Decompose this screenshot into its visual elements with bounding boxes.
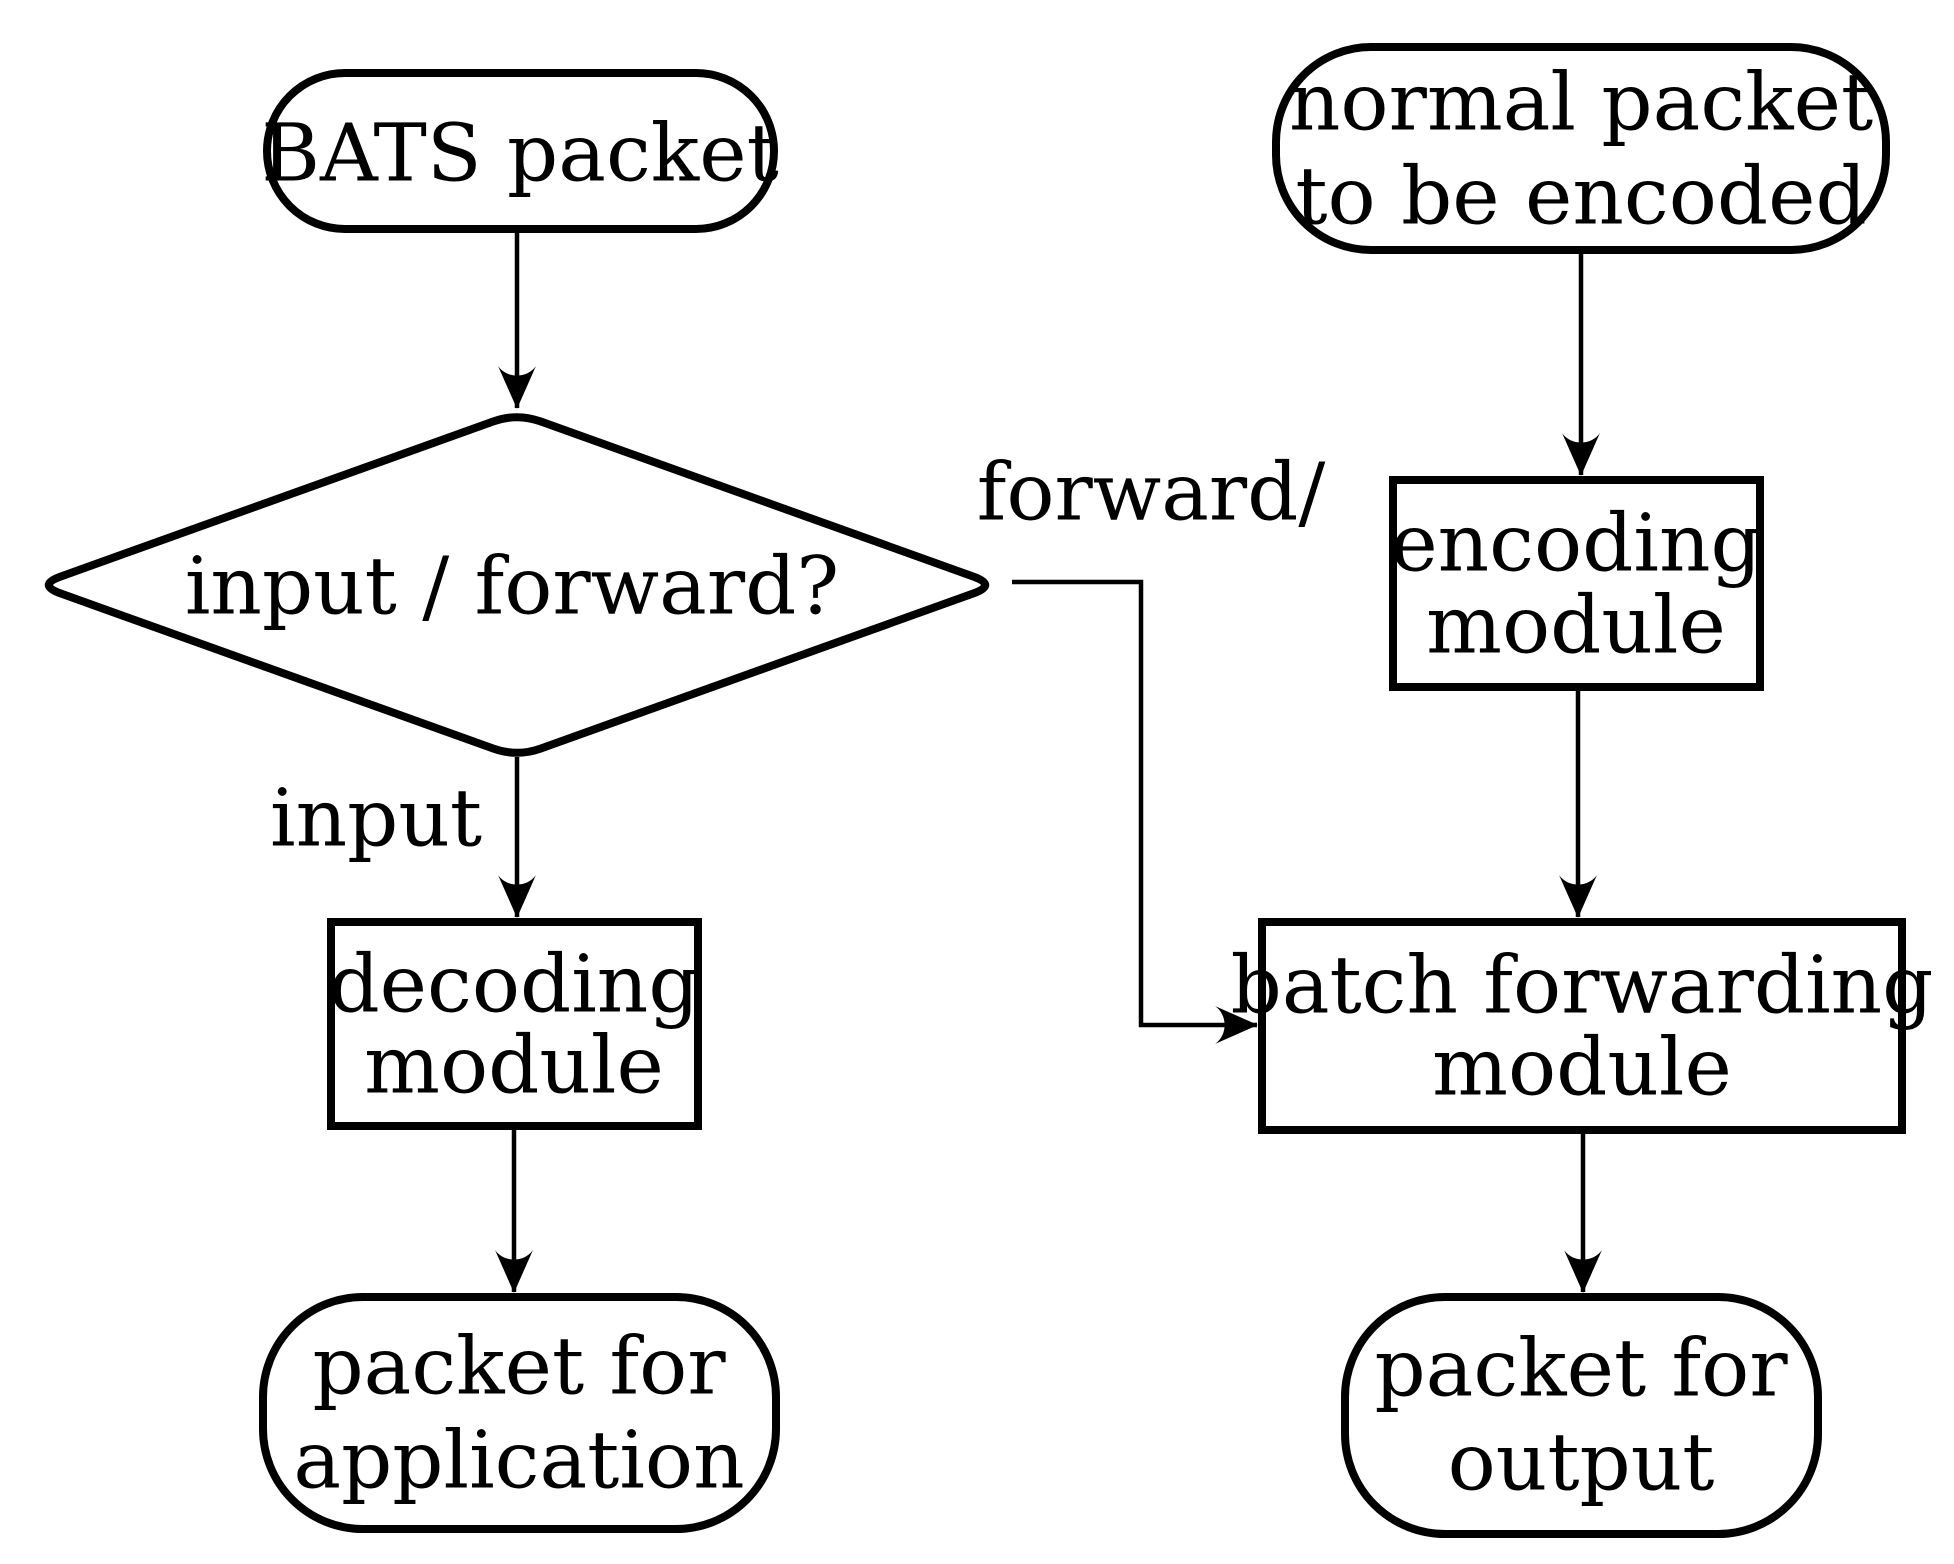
bats-packet-label: BATS packet bbox=[261, 107, 778, 200]
input-forward-decision-label: input / forward? bbox=[185, 540, 839, 633]
encoding-module-label-line1: encoding bbox=[1390, 497, 1761, 590]
encoding-module-node bbox=[1389, 476, 1764, 691]
bats-packet-node bbox=[263, 69, 778, 233]
forward-branch-label: forward/ bbox=[977, 446, 1326, 539]
edge-decision-forward-to-batch bbox=[1012, 579, 1258, 1044]
input-branch-label: input bbox=[270, 772, 482, 865]
input-forward-decision-node bbox=[44, 413, 990, 757]
batch-forwarding-module-node bbox=[1258, 918, 1906, 1134]
packet-for-output-node bbox=[1341, 1293, 1822, 1538]
normal-packet-label-line1: normal packet bbox=[1289, 56, 1873, 149]
decoding-module-label-line2: module bbox=[364, 1019, 664, 1112]
normal-packet-label-line2: to be encoded bbox=[1295, 150, 1866, 243]
packet-for-application-label-line1: packet for bbox=[312, 1320, 726, 1413]
packet-for-output-label-line2: output bbox=[1448, 1416, 1715, 1509]
batch-forwarding-module-label-line1: batch forwarding bbox=[1231, 939, 1934, 1032]
encoding-module-label-line2: module bbox=[1426, 579, 1726, 672]
packet-for-application-label-line2: application bbox=[293, 1414, 744, 1507]
decoding-module-node bbox=[327, 918, 702, 1130]
packet-for-application-node bbox=[259, 1293, 780, 1533]
decoding-module-label-line1: decoding bbox=[328, 938, 699, 1031]
normal-packet-node bbox=[1272, 43, 1890, 254]
batch-forwarding-module-label-line2: module bbox=[1432, 1021, 1732, 1114]
packet-for-output-label-line1: packet for bbox=[1374, 1322, 1788, 1415]
